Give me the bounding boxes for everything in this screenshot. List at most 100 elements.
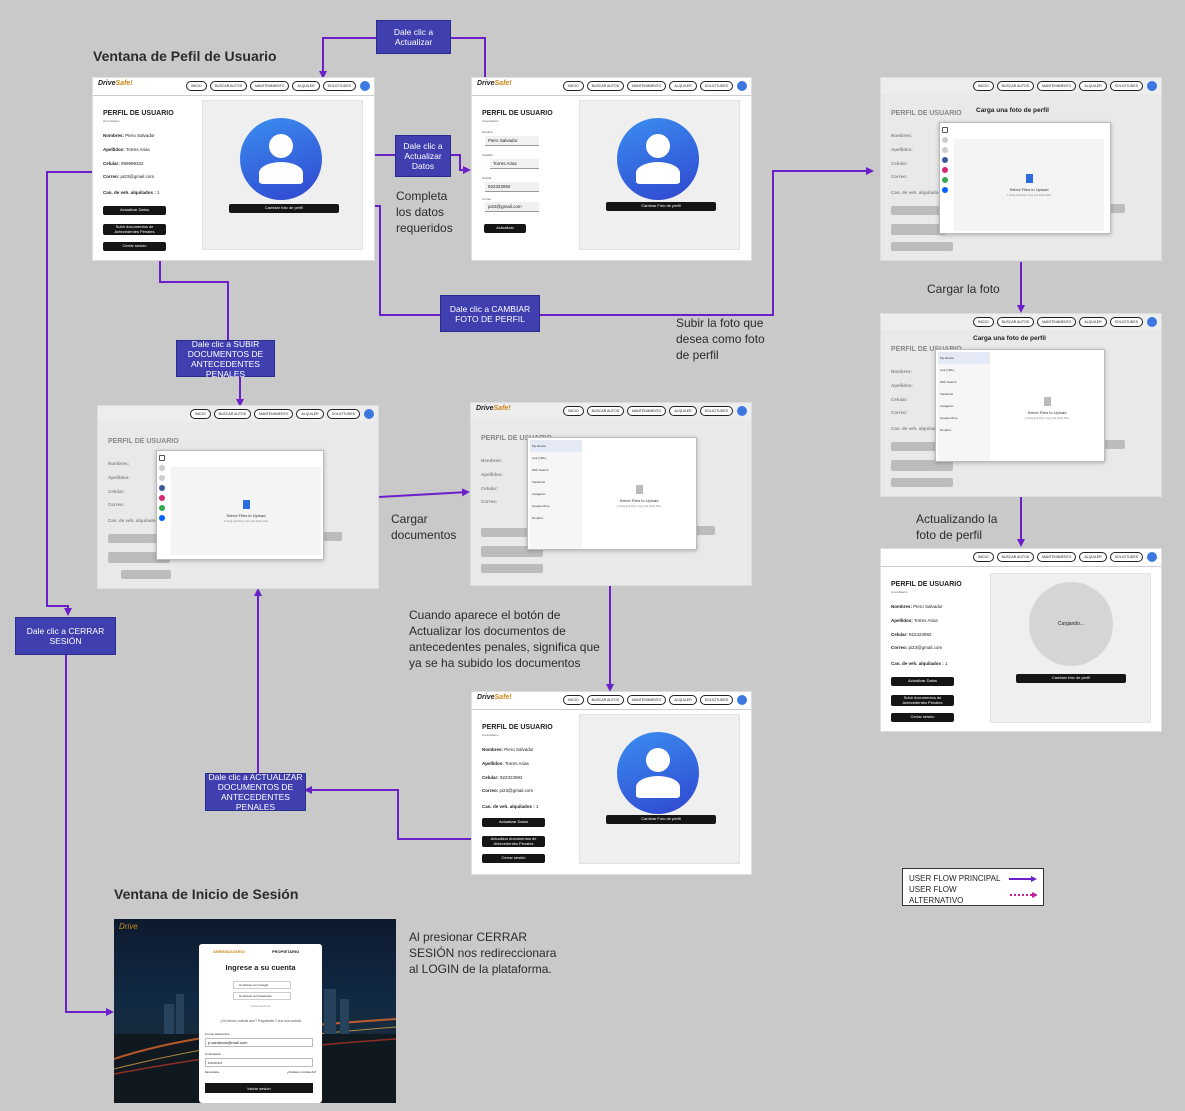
register-link[interactable]: ¿No tienes cuenta aún? Regístrate Crea u… (219, 1019, 302, 1023)
password-field[interactable]: •••••••••• (205, 1058, 313, 1067)
nav-solicitudes[interactable]: SOLICITUDES (1109, 552, 1143, 562)
source-facebook[interactable]: Facebook (940, 392, 954, 396)
source-dropbox[interactable]: Dropbox (940, 428, 952, 432)
nav-alquiler[interactable]: ALQUILER (669, 695, 697, 705)
user-icon[interactable] (364, 409, 374, 419)
actualizar-button[interactable]: Actualizar (484, 224, 526, 233)
nav-inicio[interactable]: INICIO (972, 317, 994, 327)
nav-inicio[interactable]: INICIO (189, 409, 211, 419)
dropzone[interactable]: Select Files to Upload or Drag and Drop,… (992, 358, 1102, 458)
source-drive[interactable]: Google Drive (940, 416, 958, 420)
nav-solicitudes[interactable]: SOLICITUDES (1109, 81, 1143, 91)
nav-buscar[interactable]: BUSCAR AUTOS (213, 409, 252, 419)
login-button[interactable]: Iniciar sesión (205, 1083, 313, 1093)
celular-field[interactable]: 922323992 (485, 182, 539, 192)
nav-solicitudes[interactable]: SOLICITUDES (699, 406, 733, 416)
nav-buscar[interactable]: BUSCAR AUTOS (586, 81, 625, 91)
google-button[interactable]: Continuar con Google (233, 981, 291, 989)
dropbox-icon[interactable] (159, 515, 165, 521)
facebook-icon[interactable] (942, 157, 948, 163)
nav-solicitudes[interactable]: SOLICITUDES (326, 409, 360, 419)
nav-buscar[interactable]: BUSCAR AUTOS (996, 81, 1035, 91)
nav-inicio[interactable]: INICIO (562, 695, 584, 705)
cerrar-sesion-button[interactable]: Cerrar sesión (103, 242, 166, 251)
subir-documentos-button[interactable]: Subir documentos de Antecedentes Penales (891, 695, 954, 706)
source-link[interactable]: Link (URL) (940, 368, 955, 372)
source-dropbox[interactable]: Dropbox (532, 516, 544, 520)
actualizar-datos-button[interactable]: Actualizar Datos (482, 818, 545, 827)
nav-inicio[interactable]: INICIO (562, 81, 584, 91)
nav-inicio[interactable]: INICIO (972, 81, 994, 91)
nav-solicitudes[interactable]: SOLICITUDES (699, 81, 733, 91)
nav-alquiler[interactable]: ALQUILER (1079, 81, 1107, 91)
user-icon[interactable] (737, 406, 747, 416)
nav-alquiler[interactable]: ALQUILER (1079, 552, 1107, 562)
nav-alquiler[interactable]: ALQUILER (296, 409, 324, 419)
actualizar-datos-button[interactable]: Actualizar Datos (103, 206, 166, 215)
user-icon[interactable] (360, 81, 370, 91)
cambiar-foto-button[interactable]: Cambiar foto de perfil (1016, 674, 1126, 683)
nav-buscar[interactable]: BUSCAR AUTOS (586, 695, 625, 705)
source-my-device[interactable]: My Device (938, 352, 990, 364)
source-instagram[interactable]: Instagram (532, 492, 546, 496)
user-icon[interactable] (1147, 81, 1157, 91)
tab-arrendatario[interactable]: ARRENDATARIO (213, 949, 245, 954)
remember-checkbox[interactable]: Recuérdame (205, 1071, 220, 1074)
source-drive[interactable]: Google Drive (532, 504, 550, 508)
instagram-icon[interactable] (159, 495, 165, 501)
dropbox-icon[interactable] (942, 187, 948, 193)
source-my-device[interactable]: My Device (530, 440, 582, 452)
nav-solicitudes[interactable]: SOLICITUDES (322, 81, 356, 91)
nav-mantenimiento[interactable]: MANTENIMIENTO (1037, 552, 1077, 562)
tab-propietario[interactable]: PROPIETARIO (272, 949, 300, 954)
nav-mantenimiento[interactable]: MANTENIMIENTO (627, 695, 667, 705)
dropzone[interactable]: Select Files to Upload or Drag and Drop,… (954, 139, 1104, 231)
nav-alquiler[interactable]: ALQUILER (669, 406, 697, 416)
source-facebook[interactable]: Facebook (532, 480, 546, 484)
subir-documentos-button[interactable]: Subir documentos de Antecedentes Penales (103, 224, 166, 235)
nav-alquiler[interactable]: ALQUILER (669, 81, 697, 91)
nav-solicitudes[interactable]: SOLICITUDES (699, 695, 733, 705)
user-icon[interactable] (737, 81, 747, 91)
nav-inicio[interactable]: INICIO (562, 406, 584, 416)
nav-mantenimiento[interactable]: MANTENIMIENTO (1037, 81, 1077, 91)
drive-icon[interactable] (942, 177, 948, 183)
cerrar-sesion-button[interactable]: Cerrar sesión (891, 713, 954, 722)
apellido-field[interactable]: Torres Arias (490, 159, 539, 169)
dropzone[interactable]: Select Files to Upload or Drag and Drop,… (584, 446, 694, 546)
cambiar-foto-button[interactable]: Cambiar Foto de perfil (606, 202, 716, 211)
user-icon[interactable] (1147, 552, 1157, 562)
dropzone[interactable]: Select Files to Upload or Drag and Drop,… (171, 467, 321, 555)
nav-mantenimiento[interactable]: MANTENIMIENTO (627, 406, 667, 416)
nav-mantenimiento[interactable]: MANTENIMIENTO (254, 409, 294, 419)
nav-alquiler[interactable]: ALQUILER (1079, 317, 1107, 327)
correo-field[interactable]: pi23@gmail.com (485, 202, 539, 212)
source-web[interactable]: Web Search (532, 468, 549, 472)
user-icon[interactable] (737, 695, 747, 705)
nav-buscar[interactable]: BUSCAR AUTOS (209, 81, 248, 91)
actualizar-datos-button[interactable]: Actualizar Datos (891, 677, 954, 686)
nav-inicio[interactable]: INICIO (972, 552, 994, 562)
cerrar-sesion-button[interactable]: Cerrar sesión (482, 854, 545, 863)
nombre-field[interactable]: Piero Salvador (485, 136, 539, 146)
forgot-link[interactable]: ¿Olvidaste tu contraseña? (286, 1071, 316, 1074)
nav-buscar[interactable]: BUSCAR AUTOS (586, 406, 625, 416)
facebook-button[interactable]: Continuar con Facebook (233, 992, 291, 1000)
source-link[interactable]: Link (URL) (532, 456, 547, 460)
cambiar-foto-button[interactable]: Cambiar foto de perfil (229, 204, 339, 213)
source-instagram[interactable]: Instagram (940, 404, 954, 408)
instagram-icon[interactable] (942, 167, 948, 173)
nav-mantenimiento[interactable]: MANTENIMIENTO (250, 81, 290, 91)
nav-buscar[interactable]: BUSCAR AUTOS (996, 317, 1035, 327)
actualizar-documentos-button[interactable]: Actualizar documentos de Antecedentes Pe… (482, 836, 545, 847)
drive-icon[interactable] (159, 505, 165, 511)
nav-mantenimiento[interactable]: MANTENIMIENTO (627, 81, 667, 91)
nav-alquiler[interactable]: ALQUILER (292, 81, 320, 91)
cambiar-foto-button[interactable]: Cambiar Foto de perfil (606, 815, 716, 824)
user-icon[interactable] (1147, 317, 1157, 327)
nav-mantenimiento[interactable]: MANTENIMIENTO (1037, 317, 1077, 327)
nav-buscar[interactable]: BUSCAR AUTOS (996, 552, 1035, 562)
facebook-icon[interactable] (159, 485, 165, 491)
email-field[interactable]: p.sandovai@mail.com (205, 1038, 313, 1047)
nav-solicitudes[interactable]: SOLICITUDES (1109, 317, 1143, 327)
